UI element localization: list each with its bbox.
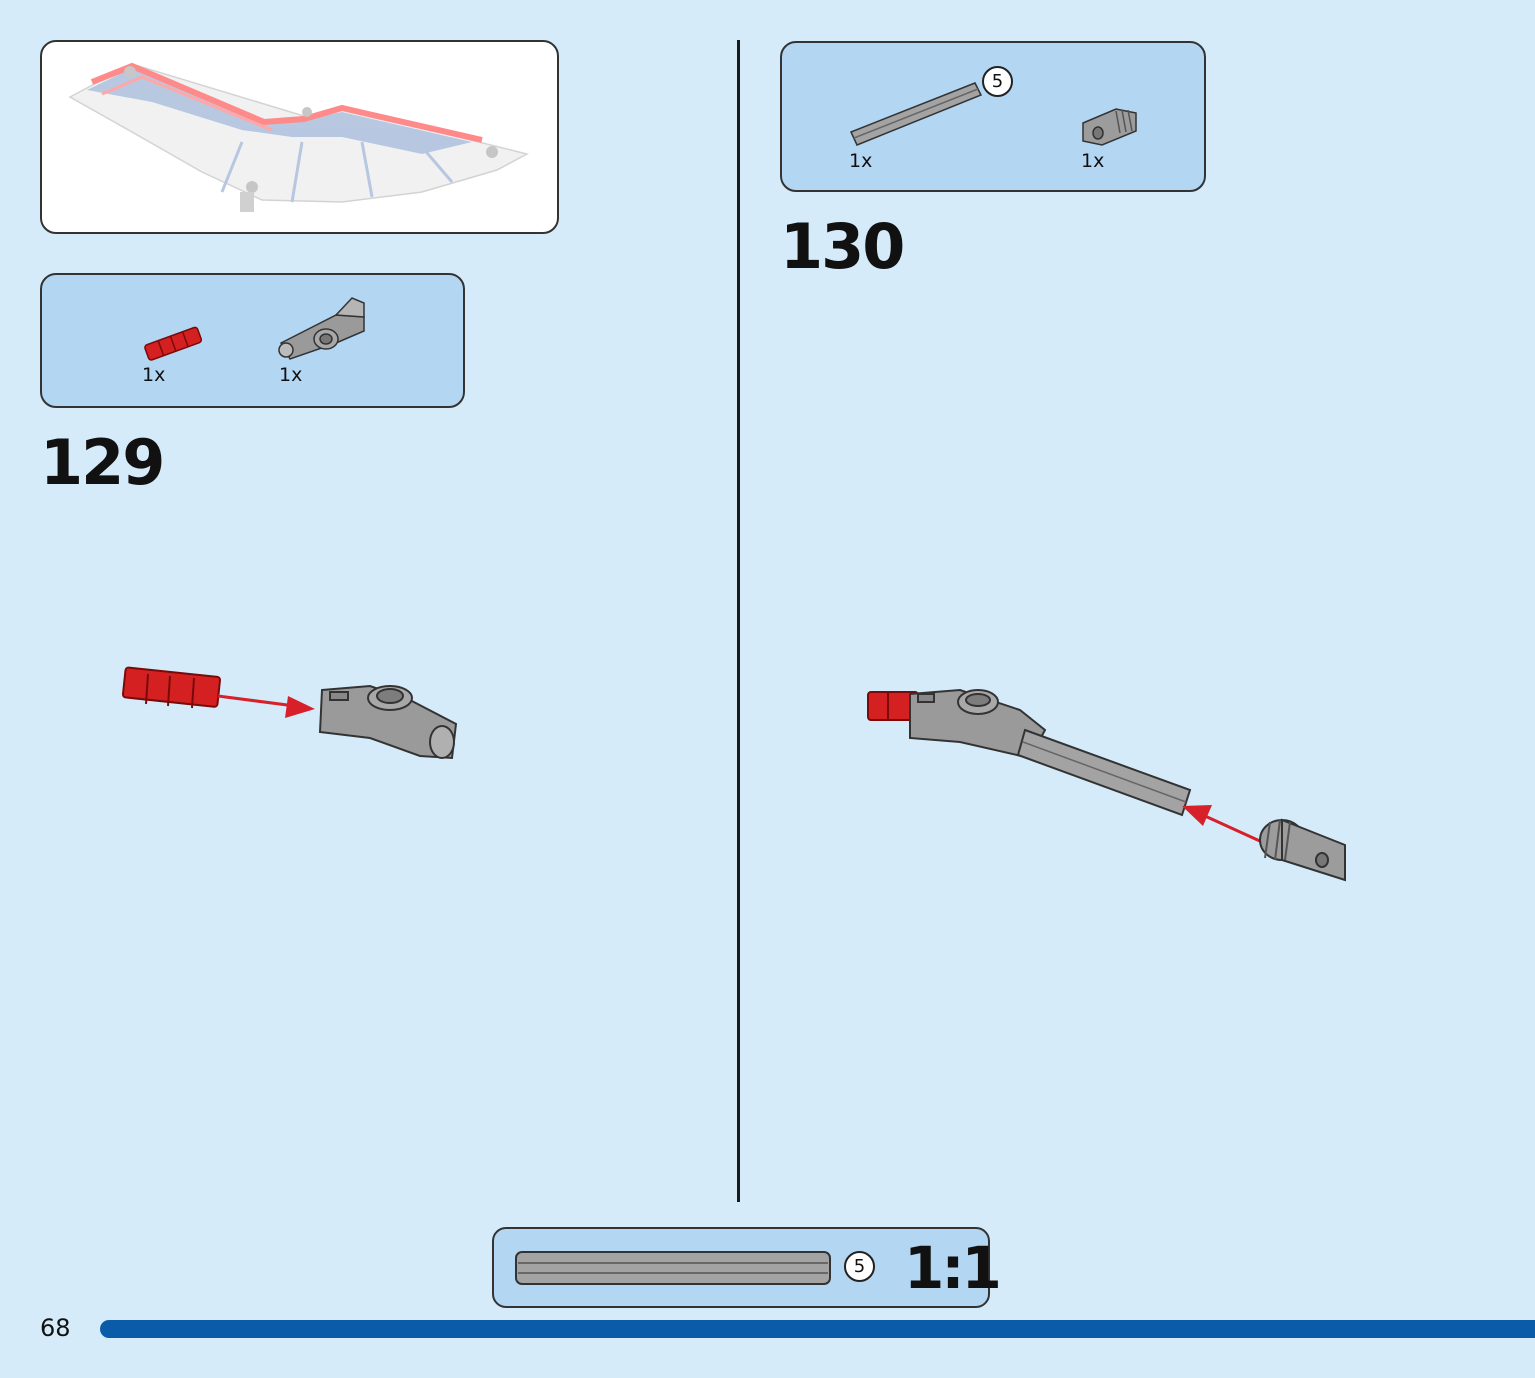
column-divider <box>737 40 740 1202</box>
length-badge: 5 <box>844 1251 875 1282</box>
parts-list-step-130: 5 1x 1x <box>780 41 1206 192</box>
gray-axle-5-icon <box>849 82 983 146</box>
insert-arrow-icon <box>217 694 315 718</box>
gray-axle-5-icon <box>1016 728 1192 817</box>
step-129-illustration <box>121 666 458 760</box>
part-qty: 1x <box>279 364 303 386</box>
red-axle-pin-icon <box>144 326 203 361</box>
step-130-illustration <box>867 688 1346 882</box>
parts-list-step-129: 1x 1x <box>40 273 465 408</box>
length-badge: 5 <box>982 66 1013 97</box>
axle-5-scale-icon <box>515 1251 831 1285</box>
insert-arrow-icon <box>1182 805 1263 844</box>
part-qty: 1x <box>1081 150 1105 172</box>
red-axle-pin-icon <box>121 666 222 709</box>
step-number: 130 <box>780 210 905 283</box>
wing-subassembly-icon <box>68 62 530 212</box>
gray-bush-connector-icon <box>1082 108 1137 146</box>
gray-angle-connector-icon <box>278 297 365 360</box>
page-number: 68 <box>40 1314 71 1342</box>
subassembly-preview <box>40 40 559 234</box>
page-bar <box>100 1320 1535 1338</box>
step-number: 129 <box>40 426 165 499</box>
gray-angle-connector-icon <box>318 684 458 760</box>
gray-bush-connector-icon <box>1259 818 1346 882</box>
part-qty: 1x <box>849 150 873 172</box>
scale-ratio: 1:1 <box>904 1234 1002 1302</box>
assembled-connector-icon <box>867 688 1047 760</box>
part-qty: 1x <box>142 364 166 386</box>
scale-reference: 5 1:1 <box>492 1227 1002 1308</box>
